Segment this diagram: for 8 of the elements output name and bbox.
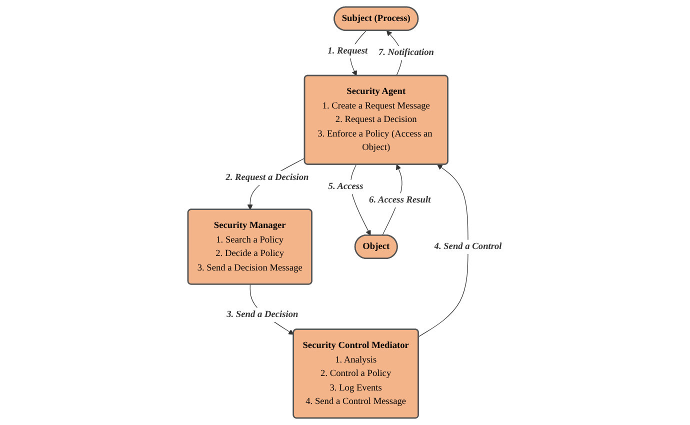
edge-label: 7. Notification (378, 48, 434, 58)
edge-label: 2. Request a Decision (226, 172, 309, 183)
edge-label: 1. Request (328, 46, 368, 56)
edge-label: 6. Access Result (369, 195, 431, 205)
arrow (418, 164, 468, 337)
edge-label: 4. Send a Control (434, 242, 502, 252)
edge-label: 5. Access (328, 182, 364, 192)
edge-label: 3. Send a Decision (226, 309, 298, 320)
